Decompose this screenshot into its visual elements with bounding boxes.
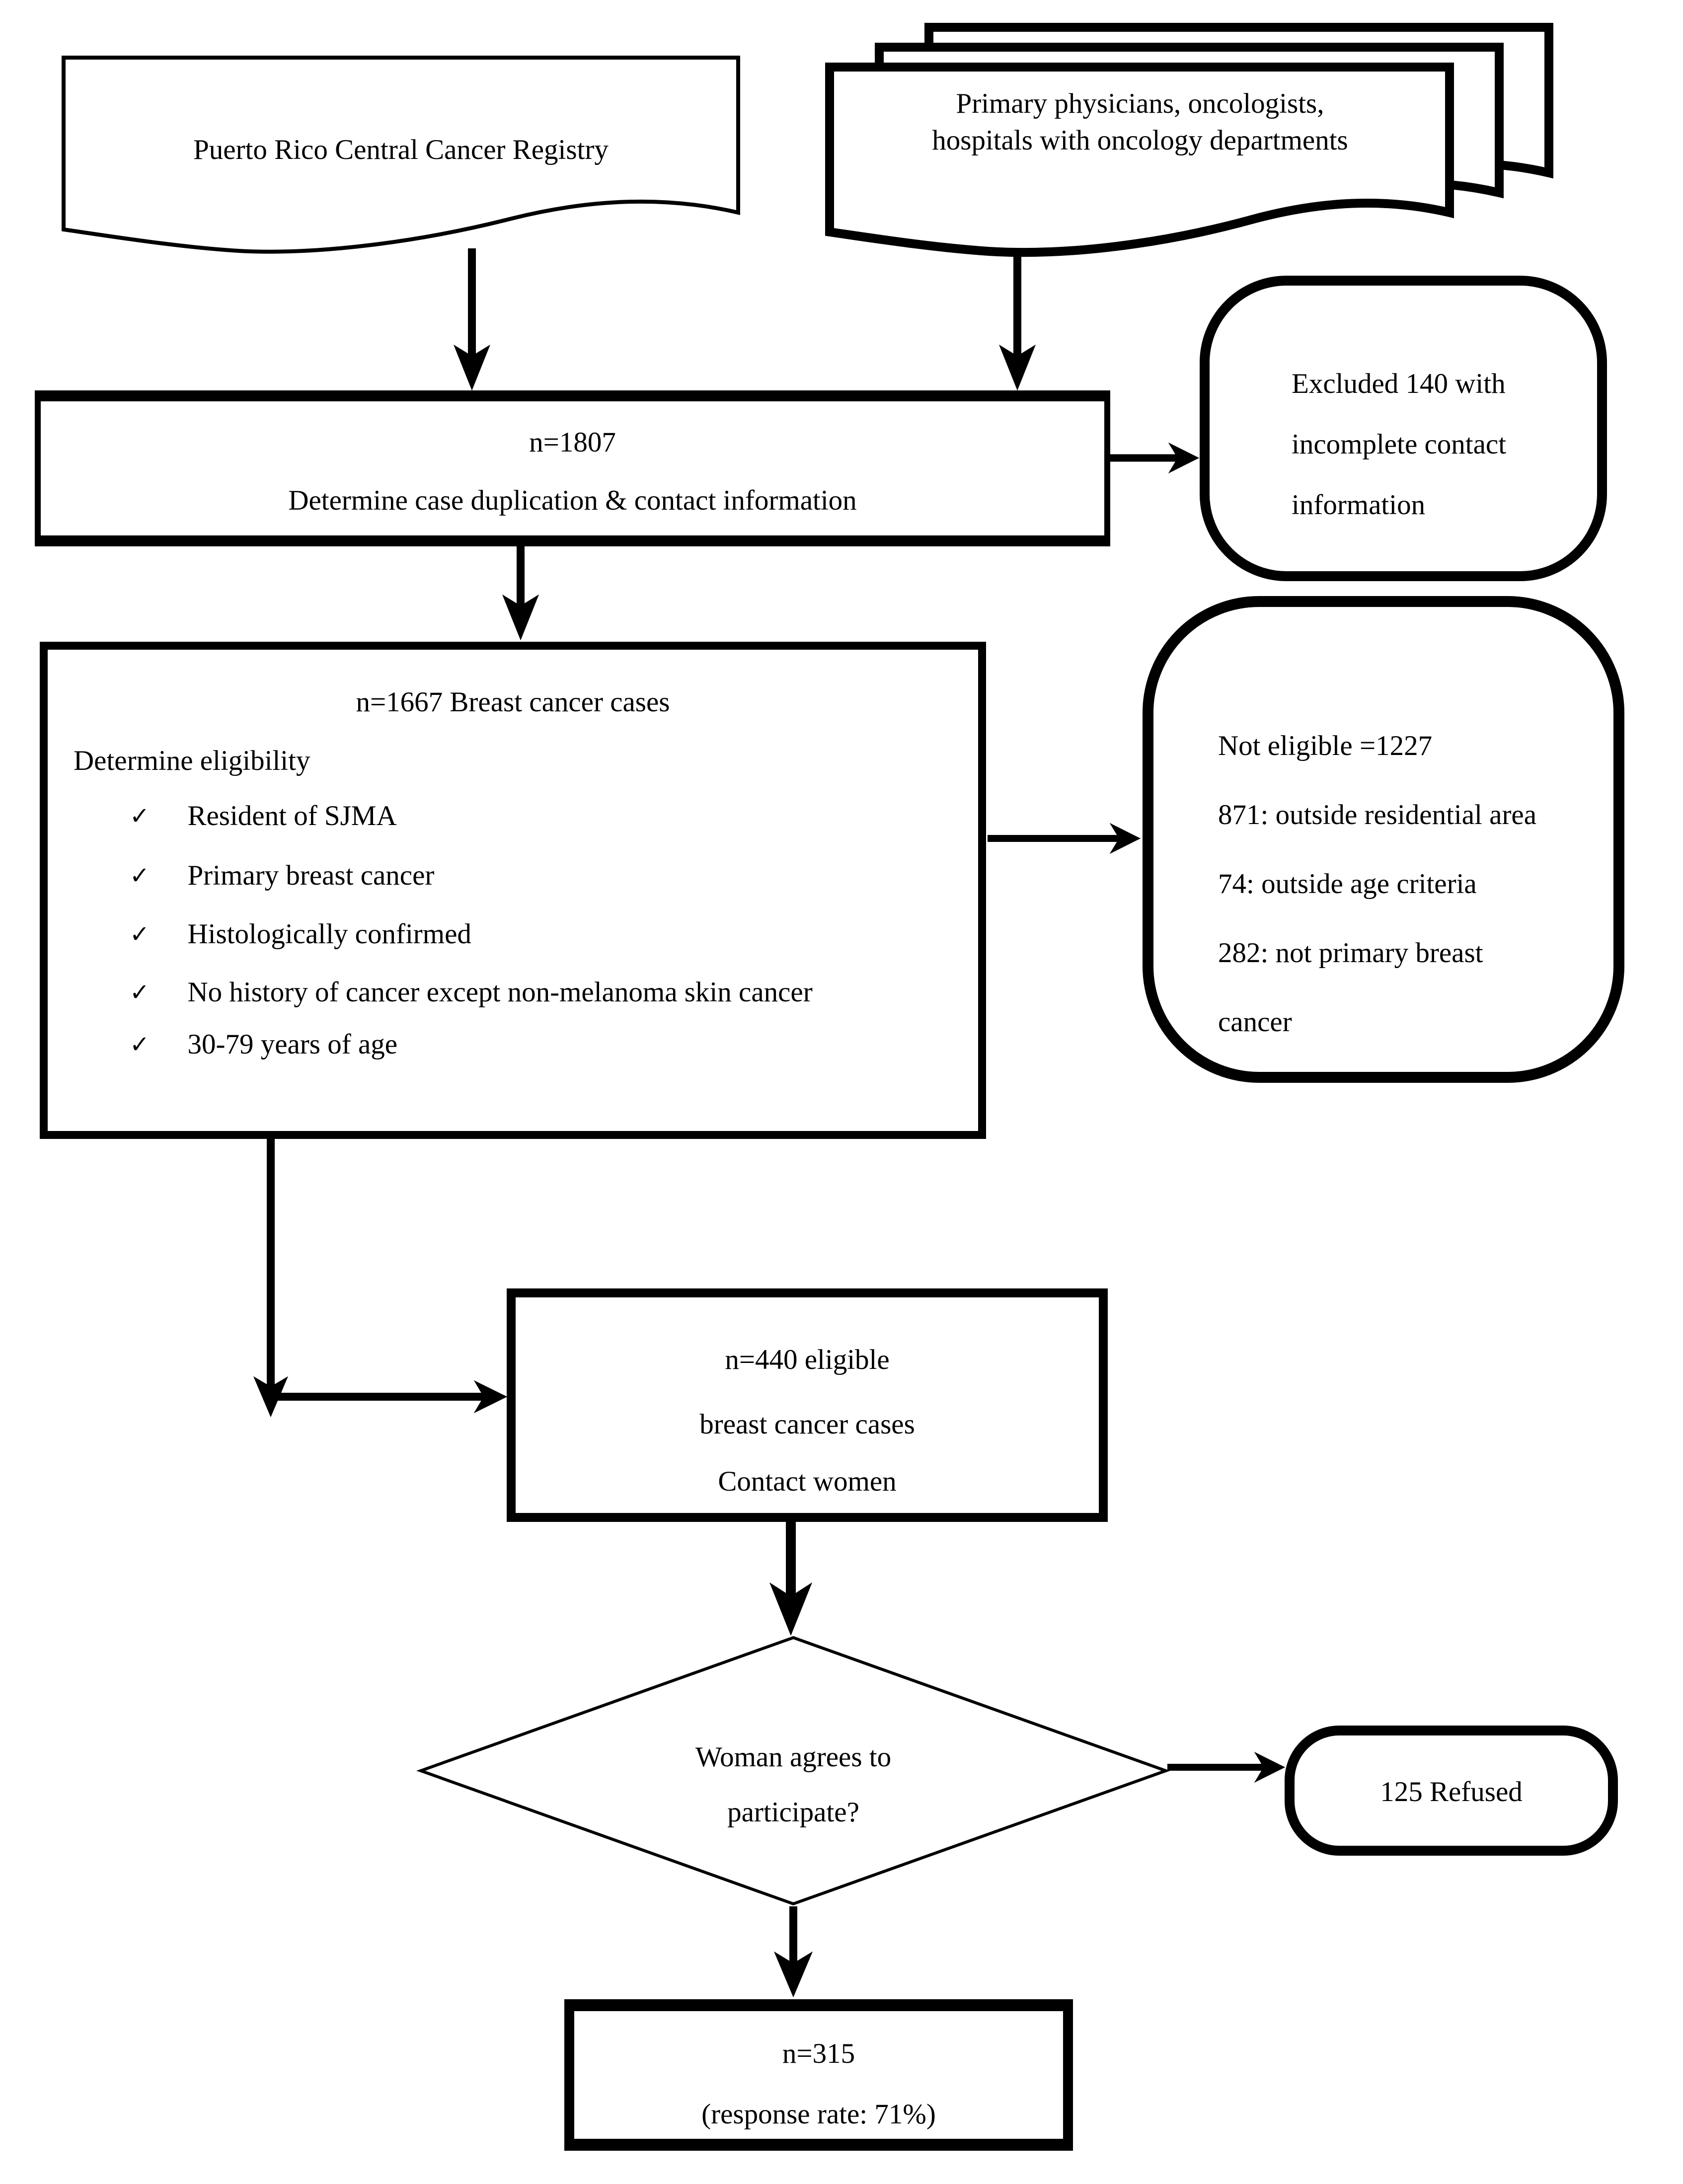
intake-count: n=1807: [529, 427, 616, 458]
criterion-label: Histologically confirmed: [187, 918, 471, 950]
registry-node-label: Puerto Rico Central Cancer Registry: [193, 134, 609, 165]
final-count: n=315: [782, 2038, 855, 2069]
criterion-label: No history of cancer except non-melanoma…: [187, 977, 813, 1008]
criterion-label: 30-79 years of age: [187, 1029, 398, 1060]
decision-question-line-1: Woman agrees to: [695, 1741, 892, 1773]
physicians-line-1: Primary physicians, oncologists,: [956, 88, 1324, 119]
final-box: n=315 (response rate: 71%): [564, 1999, 1073, 2151]
arrowhead: [502, 594, 539, 641]
intake-box: n=1807 Determine case duplication & cont…: [35, 390, 1110, 546]
eligibility-title: n=1667 Breast cancer cases: [356, 686, 670, 718]
connectors: [253, 248, 1286, 1998]
physicians-line-2: hospitals with oncology departments: [932, 125, 1348, 156]
arrowhead: [453, 344, 491, 391]
arrowhead: [769, 1582, 813, 1636]
not-eligible-text: Not eligible =1227 871: outside resident…: [1218, 711, 1541, 1056]
criterion-label: Resident of SJMA: [187, 800, 397, 831]
decision-diamond: [416, 1636, 1170, 1906]
criterion-row: ✓ Histologically confirmed: [130, 918, 471, 950]
not-eligible-line: 871: outside residential area: [1218, 799, 1537, 831]
arrowhead: [473, 1380, 508, 1414]
refused-box: 125 Refused: [1285, 1726, 1618, 1856]
eligible-line-2: breast cancer cases: [699, 1409, 915, 1440]
document-front: [825, 63, 1454, 257]
eligible-box: n=440 eligible breast cancer cases Conta…: [507, 1288, 1108, 1522]
eligible-line-1: n=440 eligible: [725, 1344, 890, 1375]
check-icon: ✓: [130, 863, 150, 889]
check-icon: ✓: [130, 921, 150, 948]
multi-document-shape: [825, 23, 1553, 257]
eligibility-subtitle: Determine eligibility: [74, 745, 310, 776]
decision-question-line-2: participate?: [727, 1797, 859, 1828]
not-eligible-line: Not eligible =1227: [1218, 730, 1433, 761]
check-icon: ✓: [130, 979, 150, 1006]
arrowhead: [998, 344, 1036, 391]
excluded-box: [1200, 276, 1607, 581]
arrowhead: [773, 1951, 813, 1998]
criterion-label: Primary breast cancer: [187, 860, 435, 891]
not-eligible-line: 74: outside age criteria: [1218, 868, 1477, 900]
arrowhead: [1254, 1751, 1286, 1783]
intake-action: Determine case duplication & contact inf…: [288, 485, 857, 516]
eligible-line-3: Contact women: [718, 1466, 897, 1497]
criterion-row: ✓ 30-79 years of age: [130, 1028, 397, 1060]
not-eligible-line: 282: not primary breast cancer: [1218, 937, 1483, 1038]
criterion-row: ✓ No history of cancer except non-melano…: [130, 976, 813, 1008]
criterion-row: ✓ Primary breast cancer: [130, 859, 434, 892]
arrowhead: [1109, 823, 1141, 854]
check-icon: ✓: [130, 803, 150, 829]
arrowhead: [1168, 442, 1200, 474]
final-response-rate: (response rate: 71%): [701, 2099, 936, 2130]
eligibility-box: n=1667 Breast cancer cases Determine eli…: [40, 642, 986, 1139]
physicians-node-label: Primary physicians, oncologists, hospita…: [840, 85, 1441, 159]
refused-label: 125 Refused: [1380, 1776, 1523, 1807]
criterion-row: ✓ Resident of SJMA: [130, 800, 397, 832]
excluded-text: Excluded 140 with incomplete contact inf…: [1292, 368, 1507, 521]
document-registry: [62, 56, 740, 254]
check-icon: ✓: [130, 1032, 150, 1058]
not-eligible-box: [1143, 596, 1624, 1083]
